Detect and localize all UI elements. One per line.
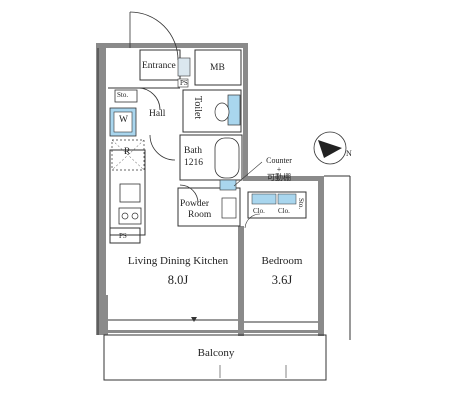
label-entrance: Entrance	[142, 61, 176, 71]
label-powder: Powder	[180, 199, 210, 209]
counter-leader	[233, 161, 263, 187]
label-refrigerator: R	[124, 147, 131, 157]
label-bedroom: Bedroom	[261, 255, 303, 267]
label-sto: Sto.	[117, 91, 129, 99]
entrance-door	[129, 11, 179, 61]
compass-icon	[313, 131, 347, 165]
label-powder-room: Room	[188, 210, 212, 220]
hall-door	[137, 87, 199, 204]
bedroom-door	[244, 213, 261, 229]
interior-lines	[97, 48, 351, 381]
label-closet-1: Clo.	[253, 207, 265, 215]
label-ps-entrance: PS	[180, 79, 188, 87]
label-hall: Hall	[149, 109, 166, 119]
balcony-rails	[219, 365, 287, 378]
label-bath-size: 1216	[184, 158, 203, 168]
annotation-shelf: 可動棚	[267, 173, 291, 182]
compass-label: N	[346, 149, 352, 158]
walls	[96, 43, 324, 336]
label-washer: W	[119, 115, 128, 125]
label-bath: Bath	[184, 146, 202, 156]
label-ldk: Living Dining Kitchen	[127, 255, 229, 267]
label-toilet: Toilet	[192, 96, 203, 120]
annotation-counter: Counter	[266, 156, 292, 165]
label-closet-2: Clo.	[278, 207, 290, 215]
label-bedroom-sto: Sto.	[297, 198, 305, 210]
label-ps-kitchen: PS	[119, 232, 127, 240]
fixtures	[109, 57, 297, 225]
label-bedroom-size: 3.6J	[271, 273, 293, 287]
label-ldk-size: 8.0J	[167, 273, 189, 287]
label-balcony: Balcony	[197, 347, 235, 359]
label-mb: MB	[210, 63, 225, 73]
window-arrow-icon	[191, 317, 197, 322]
annotation-plus: +	[276, 165, 282, 174]
